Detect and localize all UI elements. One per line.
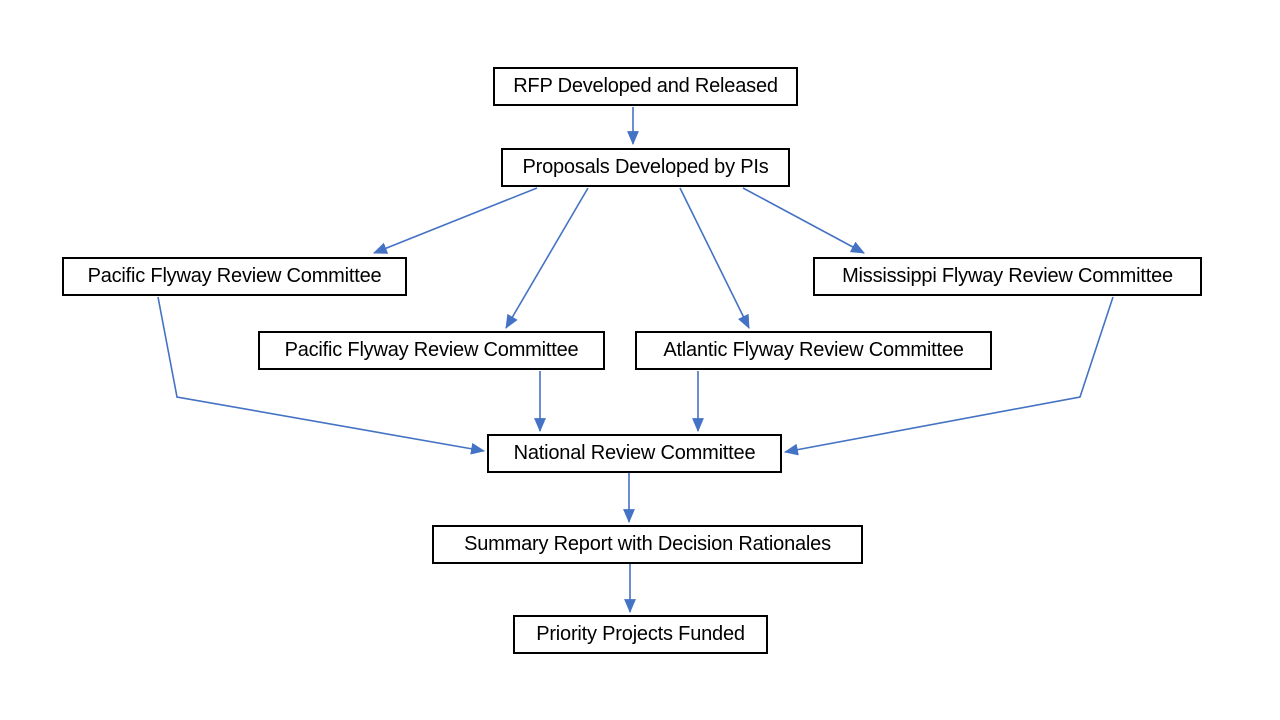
edge-mississippi-to-national (783, 296, 1114, 456)
edge-proposals-to-mississippi (742, 187, 865, 254)
edge-proposals-to-pacific-left (372, 187, 538, 254)
edge-proposals-to-atlantic (679, 187, 750, 329)
node-mississippi-flyway-review-committee: Mississippi Flyway Review Committee (813, 257, 1202, 296)
node-proposals-developed-by-pis: Proposals Developed by PIs (501, 148, 790, 187)
node-pacific-flyway-review-committee-left: Pacific Flyway Review Committee (62, 257, 407, 296)
node-priority-projects-funded: Priority Projects Funded (513, 615, 768, 654)
node-atlantic-flyway-review-committee: Atlantic Flyway Review Committee (635, 331, 992, 370)
edge-proposals-to-pacific-center (505, 187, 589, 329)
node-rfp-developed-released: RFP Developed and Released (493, 67, 798, 106)
edge-pacific-left-to-national (157, 296, 486, 455)
node-summary-report-decision-rationales: Summary Report with Decision Rationales (432, 525, 863, 564)
node-national-review-committee: National Review Committee (487, 434, 782, 473)
node-pacific-flyway-review-committee-center: Pacific Flyway Review Committee (258, 331, 605, 370)
